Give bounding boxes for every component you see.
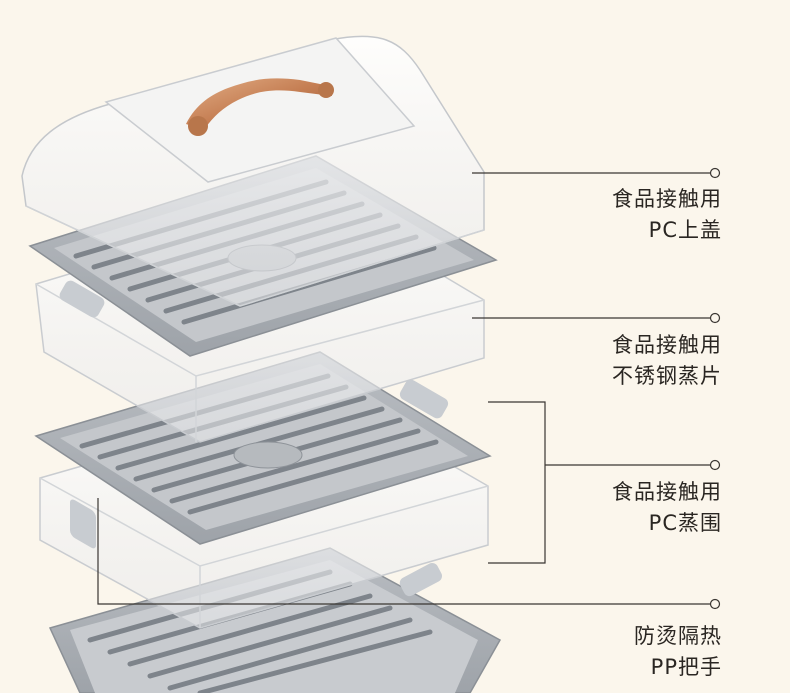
leader-dot-steel-plate xyxy=(709,312,721,324)
callout-pc-lid-line2: PC上盖 xyxy=(648,218,722,242)
leader-dot-steam-ring xyxy=(709,459,721,471)
leader-dot-lid xyxy=(709,167,721,179)
pp-handle-right-upper xyxy=(399,379,449,419)
callout-pp-handle: 防烫隔热 PP把手 xyxy=(634,621,722,683)
callout-pc-lid-line1: 食品接触用 xyxy=(612,187,722,211)
pp-handle-right-lower xyxy=(399,562,443,597)
pp-handle-left-upper xyxy=(59,280,105,318)
callout-steel-plate-line2: 不锈钢蒸片 xyxy=(612,364,722,388)
callout-steel-plate: 食品接触用 不锈钢蒸片 xyxy=(612,330,722,392)
callout-steam-ring: 食品接触用 PC蒸围 xyxy=(612,477,722,539)
pp-handle-left-lower xyxy=(70,499,96,549)
lid-top-panel xyxy=(104,37,416,183)
callout-pp-handle-line1: 防烫隔热 xyxy=(634,624,722,648)
pc-lid xyxy=(21,35,485,307)
callout-steam-ring-line2: PC蒸围 xyxy=(648,511,722,535)
lid-handle xyxy=(186,78,332,130)
callout-steam-ring-line1: 食品接触用 xyxy=(612,480,722,504)
leader-dot-handle xyxy=(709,598,721,610)
callout-pp-handle-line2: PP把手 xyxy=(650,655,722,679)
leader-lines xyxy=(97,167,721,610)
leader-line-steam-ring xyxy=(488,401,546,564)
callout-pc-lid: 食品接触用 PC上盖 xyxy=(612,184,722,246)
callout-steel-plate-line1: 食品接触用 xyxy=(612,333,722,357)
middle-tray-logo-badge xyxy=(233,441,303,469)
leader-line-handle xyxy=(97,498,711,605)
